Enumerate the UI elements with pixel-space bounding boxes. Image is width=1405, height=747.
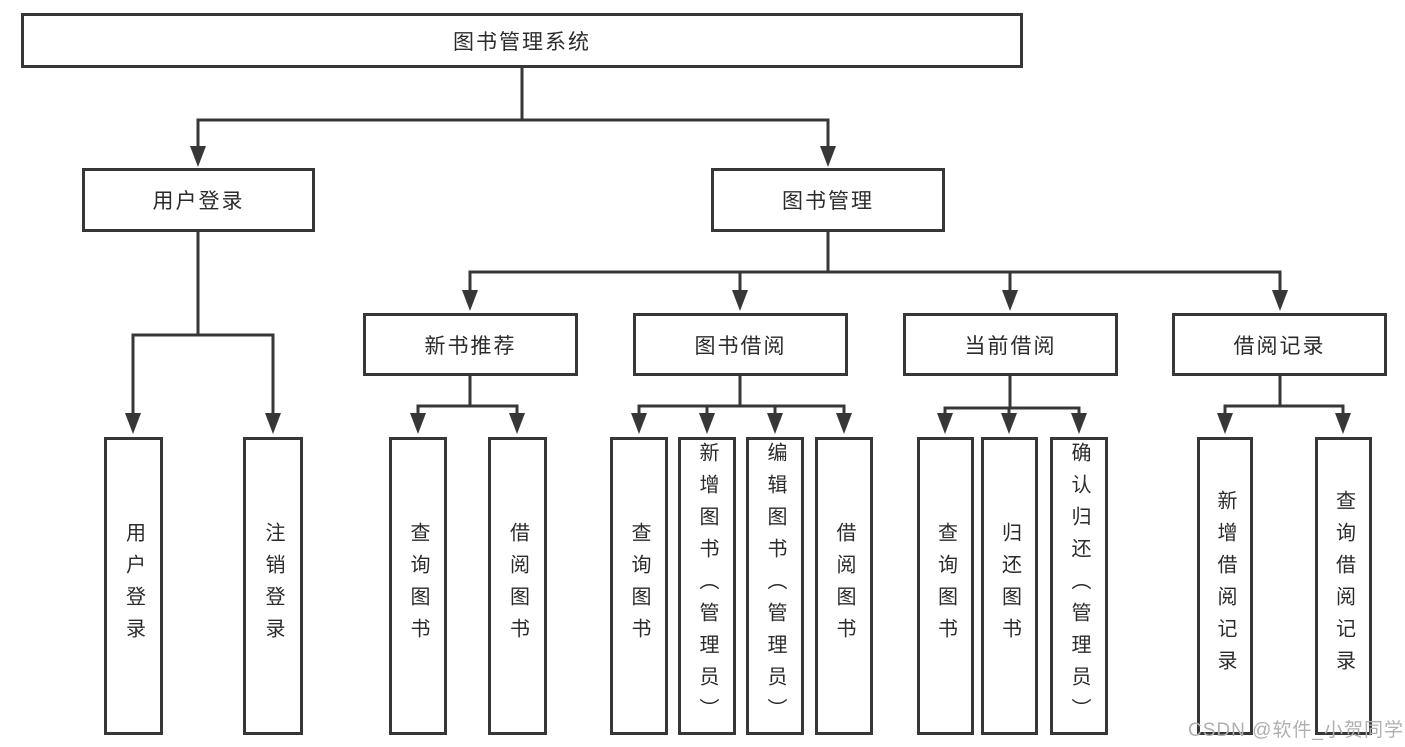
leaf-confirm-return-admin: 确认归还（管理员）	[1050, 437, 1108, 735]
leaf-add-book-admin: 新增图书（管理员）	[678, 437, 736, 735]
arrow-icon	[820, 146, 836, 167]
connector-book-management	[468, 230, 1282, 299]
connector-borrow-records	[1223, 374, 1345, 422]
arrow-icon	[1071, 413, 1087, 434]
csdn-watermark: CSDN @软件_小贺同学	[1188, 720, 1404, 741]
leaf-query-borrow-record: 查询借阅记录	[1315, 437, 1372, 735]
arrow-icon	[631, 413, 647, 434]
arrow-icon	[1272, 290, 1288, 311]
leaf-return-book: 归还图书	[981, 437, 1038, 735]
connector-user-login	[131, 230, 275, 422]
node-library-management-system: 图书管理系统	[21, 13, 1023, 68]
node-book-management: 图书管理	[711, 168, 945, 232]
leaf-query-books: 查询图书	[389, 437, 447, 735]
arrow-icon	[410, 413, 426, 434]
arrow-icon	[1001, 413, 1017, 434]
arrow-icon	[699, 413, 715, 434]
leaf-borrow-books: 借阅图书	[815, 437, 873, 735]
arrow-icon	[1335, 413, 1351, 434]
connector-book-borrowing	[637, 374, 846, 422]
arrow-icon	[190, 146, 206, 167]
arrow-icon	[265, 413, 281, 434]
arrow-icon	[1217, 413, 1233, 434]
arrow-icon	[767, 413, 783, 434]
arrow-icon	[1002, 290, 1018, 311]
leaf-borrow-books: 借阅图书	[488, 437, 547, 735]
arrow-icon	[732, 290, 748, 311]
leaf-add-borrow-record: 新增借阅记录	[1197, 437, 1253, 735]
leaf-user-login: 用户登录	[104, 437, 163, 735]
node-borrow-records: 借阅记录	[1172, 313, 1387, 376]
connector-root	[196, 66, 830, 155]
arrow-icon	[836, 413, 852, 434]
leaf-edit-book-admin: 编辑图书（管理员）	[746, 437, 804, 735]
arrow-icon	[509, 413, 525, 434]
connector-current-borrowing	[943, 374, 1081, 422]
arrow-icon	[937, 413, 953, 434]
arrow-icon	[462, 290, 478, 311]
node-user-login: 用户登录	[82, 168, 315, 232]
arrow-icon	[125, 413, 141, 434]
connector-new-book-recommend	[416, 374, 519, 422]
leaf-query-books: 查询图书	[917, 437, 974, 735]
node-new-book-recommend: 新书推荐	[363, 313, 578, 376]
leaf-logout: 注销登录	[243, 437, 303, 735]
leaf-query-books: 查询图书	[610, 437, 668, 735]
node-current-borrowing: 当前借阅	[903, 313, 1118, 376]
node-book-borrowing: 图书借阅	[633, 313, 848, 376]
